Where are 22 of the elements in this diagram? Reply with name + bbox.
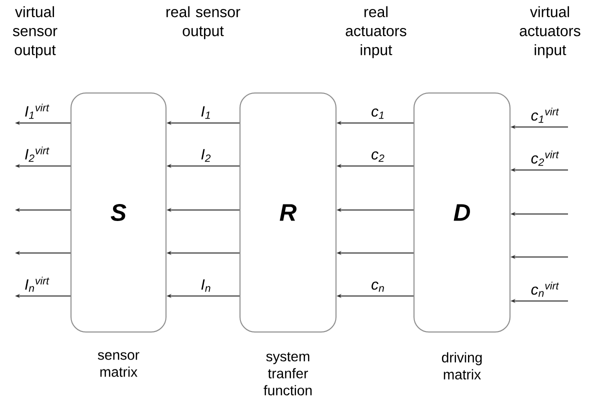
column-heading: virtual sensor output (12, 6, 58, 58)
edge-label: I$_{n}$virt (24, 276, 50, 293)
edge-label: I$_{1}$virt (24, 102, 50, 120)
edge-label: c$_{n}$ (370, 280, 386, 293)
edge-label: I$_{2}$ (200, 148, 212, 163)
column-heading: real actuators input (346, 6, 406, 58)
edge-label: c$_{2}$virt (530, 150, 560, 167)
edge-label: I$_{2}$virt (24, 146, 50, 163)
matrix-box: D (414, 92, 510, 332)
edge-label: c$_{1}$virt (530, 106, 560, 124)
matrix-box: R (240, 92, 336, 332)
matrix-box: S (70, 92, 166, 332)
column-heading: virtual actuators input (520, 6, 580, 58)
edge-label: c$_{2}$ (370, 150, 386, 163)
edge-label: c$_{n}$virt (530, 280, 560, 298)
column-heading: real sensor output (166, 6, 240, 40)
edge-label: I$_{1}$ (200, 105, 212, 120)
node-caption: system tranfer function (264, 352, 312, 396)
node-caption: sensor matrix (98, 352, 140, 377)
node-caption: driving matrix (442, 352, 482, 380)
edge-label: c$_{1}$ (370, 107, 386, 120)
edge-label: I$_{n}$ (200, 278, 212, 293)
